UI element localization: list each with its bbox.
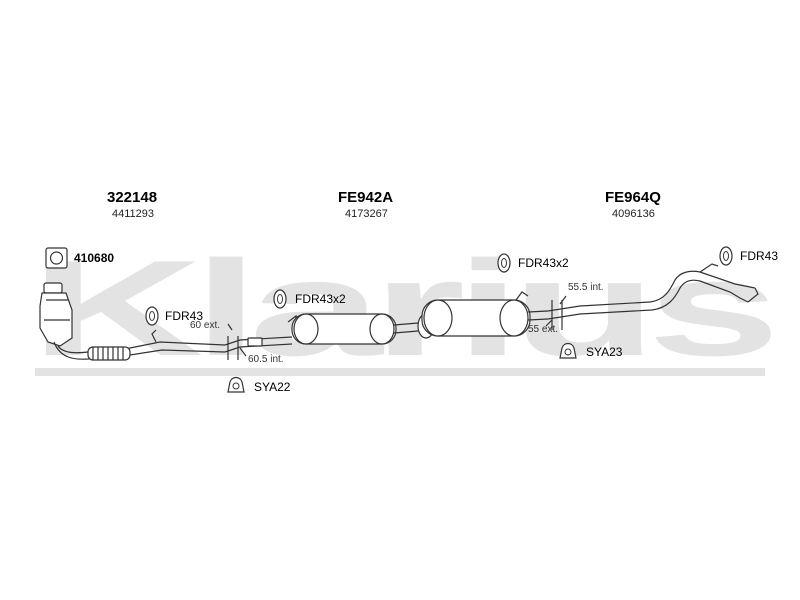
ref-number-4411293: 4411293 [112,208,154,220]
sya22-label: SYA22 [254,380,291,394]
part-number-fe942a: FE942A [338,189,393,206]
ref-number-4096136: 4096136 [612,208,655,220]
catalytic-converter [39,282,73,347]
sya23-label: SYA23 [586,345,623,359]
watermark-bar [35,368,765,376]
dim-55-5-int-leader [559,295,567,305]
mid-link-pipe-upper [393,322,419,326]
fdr43-left-label: FDR43 [165,309,203,323]
rear-joint-pipe-upper [527,310,549,313]
sya22-clamp-icon [227,376,245,393]
dim-60-5-int-leader [239,347,247,357]
intermediate-pipe-collar [247,337,263,347]
sya23-clamp-icon [559,342,577,359]
intermediate-pipe-upper [224,336,293,346]
middle-silencer [287,313,397,345]
dim-60-ext-leader [227,323,233,331]
fdr43x2-mid-icon [273,289,287,309]
part-number-322148: 322148 [107,189,157,206]
rear-joint-marks [551,300,563,330]
dim-55-ext: 55 ext. [528,324,558,335]
flex-joint [87,346,131,361]
fdr43-tail-icon [719,246,733,266]
tail-pipe-lower [547,279,749,320]
front-pipe-hanger [151,329,157,343]
tail-pipe-upper [547,270,756,312]
fdr43x2-right-label: FDR43x2 [518,256,569,270]
fdr43-left-icon [145,306,159,326]
fdr43x2-right-icon [497,253,511,273]
dim-60-5-int: 60.5 int. [248,354,284,365]
mid-link-pipe-lower [393,330,419,334]
tail-hanger [699,263,719,273]
fdr43-tail-label: FDR43 [740,249,778,263]
rear-joint-pipe-lower [527,318,549,321]
tail-pipe-end [747,287,759,303]
ref-number-4173267: 4173267 [345,208,388,220]
clamp-410680-icon [45,247,68,269]
intermediate-pipe-lower [224,343,293,353]
part-number-fe964q: FE964Q [605,189,661,206]
dim-55-5-int: 55.5 int. [568,282,604,293]
fdr43x2-mid-label: FDR43x2 [295,292,346,306]
rear-centre-silencer [421,291,531,337]
clamp-410680-label: 410680 [74,251,114,265]
dim-55-ext-leader [545,319,553,327]
dim-60-ext: 60 ext. [190,320,220,331]
